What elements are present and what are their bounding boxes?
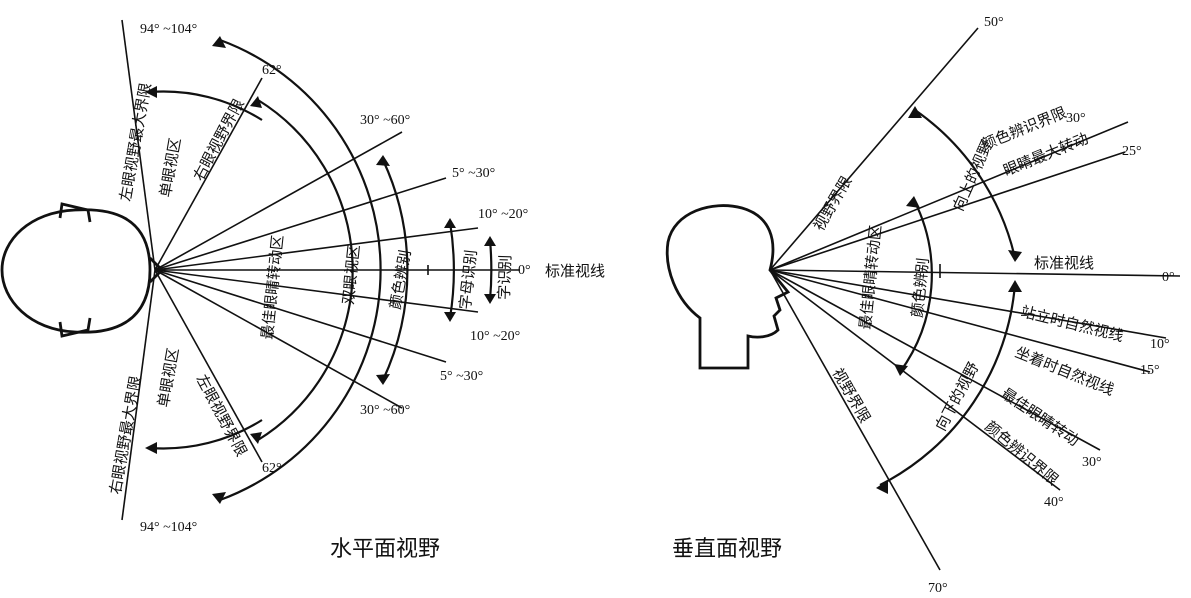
caption-vertical: 垂直面视野: [672, 537, 782, 562]
deg-25: 25°: [1122, 144, 1142, 159]
deg-5-bottom: 5° ~30°: [440, 369, 483, 384]
label-sitting: 坐着时自然视线: [1013, 343, 1117, 399]
field-labels-horizontal: 左眼视野最大界限 单眼视区 右眼视野最大界限 单眼视区 右眼视野界限 左眼视野界…: [106, 81, 605, 495]
deg-62-top: 62°: [262, 63, 282, 78]
arrowheads-horizontal: [145, 36, 496, 504]
deg-40: 40°: [1044, 495, 1064, 510]
label-letter: 字母识别: [456, 249, 480, 311]
label-word: 字识别: [495, 255, 515, 301]
deg-0-v: 0°: [1162, 270, 1175, 285]
head-side-view: [665, 204, 791, 370]
label-mono-bottom: 单眼视区: [154, 346, 182, 408]
label-std-line-v: 标准视线: [1034, 254, 1094, 272]
caption-horizontal: 水平面视野: [330, 537, 440, 562]
label-left-eye-max: 左眼视野最大界限: [116, 81, 155, 202]
deg-30-upper: 30°: [1066, 111, 1086, 126]
deg-94-top: 94° ~104°: [140, 22, 197, 37]
deg-10-bottom: 10° ~20°: [470, 329, 520, 344]
deg-50: 50°: [984, 15, 1004, 30]
degree-labels-vertical: 50° 30° 25° 0° 10° 15° 30° 40° 70°: [928, 15, 1175, 596]
deg-15: 15°: [1140, 363, 1160, 378]
deg-30-bottom: 30° ~60°: [360, 403, 410, 418]
deg-62-bottom: 62°: [262, 461, 282, 476]
label-left-eye-limit: 左眼视野界限: [192, 371, 250, 459]
label-view-limit-top: 视野界限: [810, 173, 856, 234]
degree-labels-horizontal: 94° ~104° 94° ~104° 62° 62° 30° ~60° 30°…: [140, 22, 531, 535]
deg-70: 70°: [928, 581, 948, 596]
deg-10: 10°: [1150, 337, 1170, 352]
deg-10-top: 10° ~20°: [478, 207, 528, 222]
arrowheads-vertical: [876, 106, 1022, 494]
sight-lines-vertical: [769, 27, 1181, 571]
deg-0: 0°: [518, 263, 531, 278]
sight-lines-horizontal: [121, 19, 520, 521]
label-standing: 站立时自然视线: [1019, 302, 1125, 345]
deg-30-top: 30° ~60°: [360, 113, 410, 128]
deg-94-bottom: 94° ~104°: [140, 520, 197, 535]
head-top-view: [0, 202, 164, 338]
field-arcs-vertical: [879, 109, 1017, 486]
field-arcs-horizontal: [149, 38, 493, 502]
deg-30-lower: 30°: [1082, 455, 1102, 470]
horizontal-field-diagram: 94° ~104° 94° ~104° 62° 62° 30° ~60° 30°…: [0, 19, 605, 562]
label-right-eye-max: 右眼视野最大界限: [106, 374, 145, 495]
label-view-limit-bottom: 视野界限: [829, 365, 875, 426]
vertical-field-diagram: 50° 30° 25° 0° 10° 15° 30° 40° 70° 视野界限 …: [665, 15, 1181, 596]
label-right-eye-limit: 右眼视野界限: [190, 96, 248, 184]
label-std-line-h: 标准视线: [545, 262, 605, 280]
label-mono-top: 单眼视区: [156, 136, 184, 198]
label-color: 颜色辨别: [386, 248, 414, 310]
deg-5-top: 5° ~30°: [452, 166, 495, 181]
